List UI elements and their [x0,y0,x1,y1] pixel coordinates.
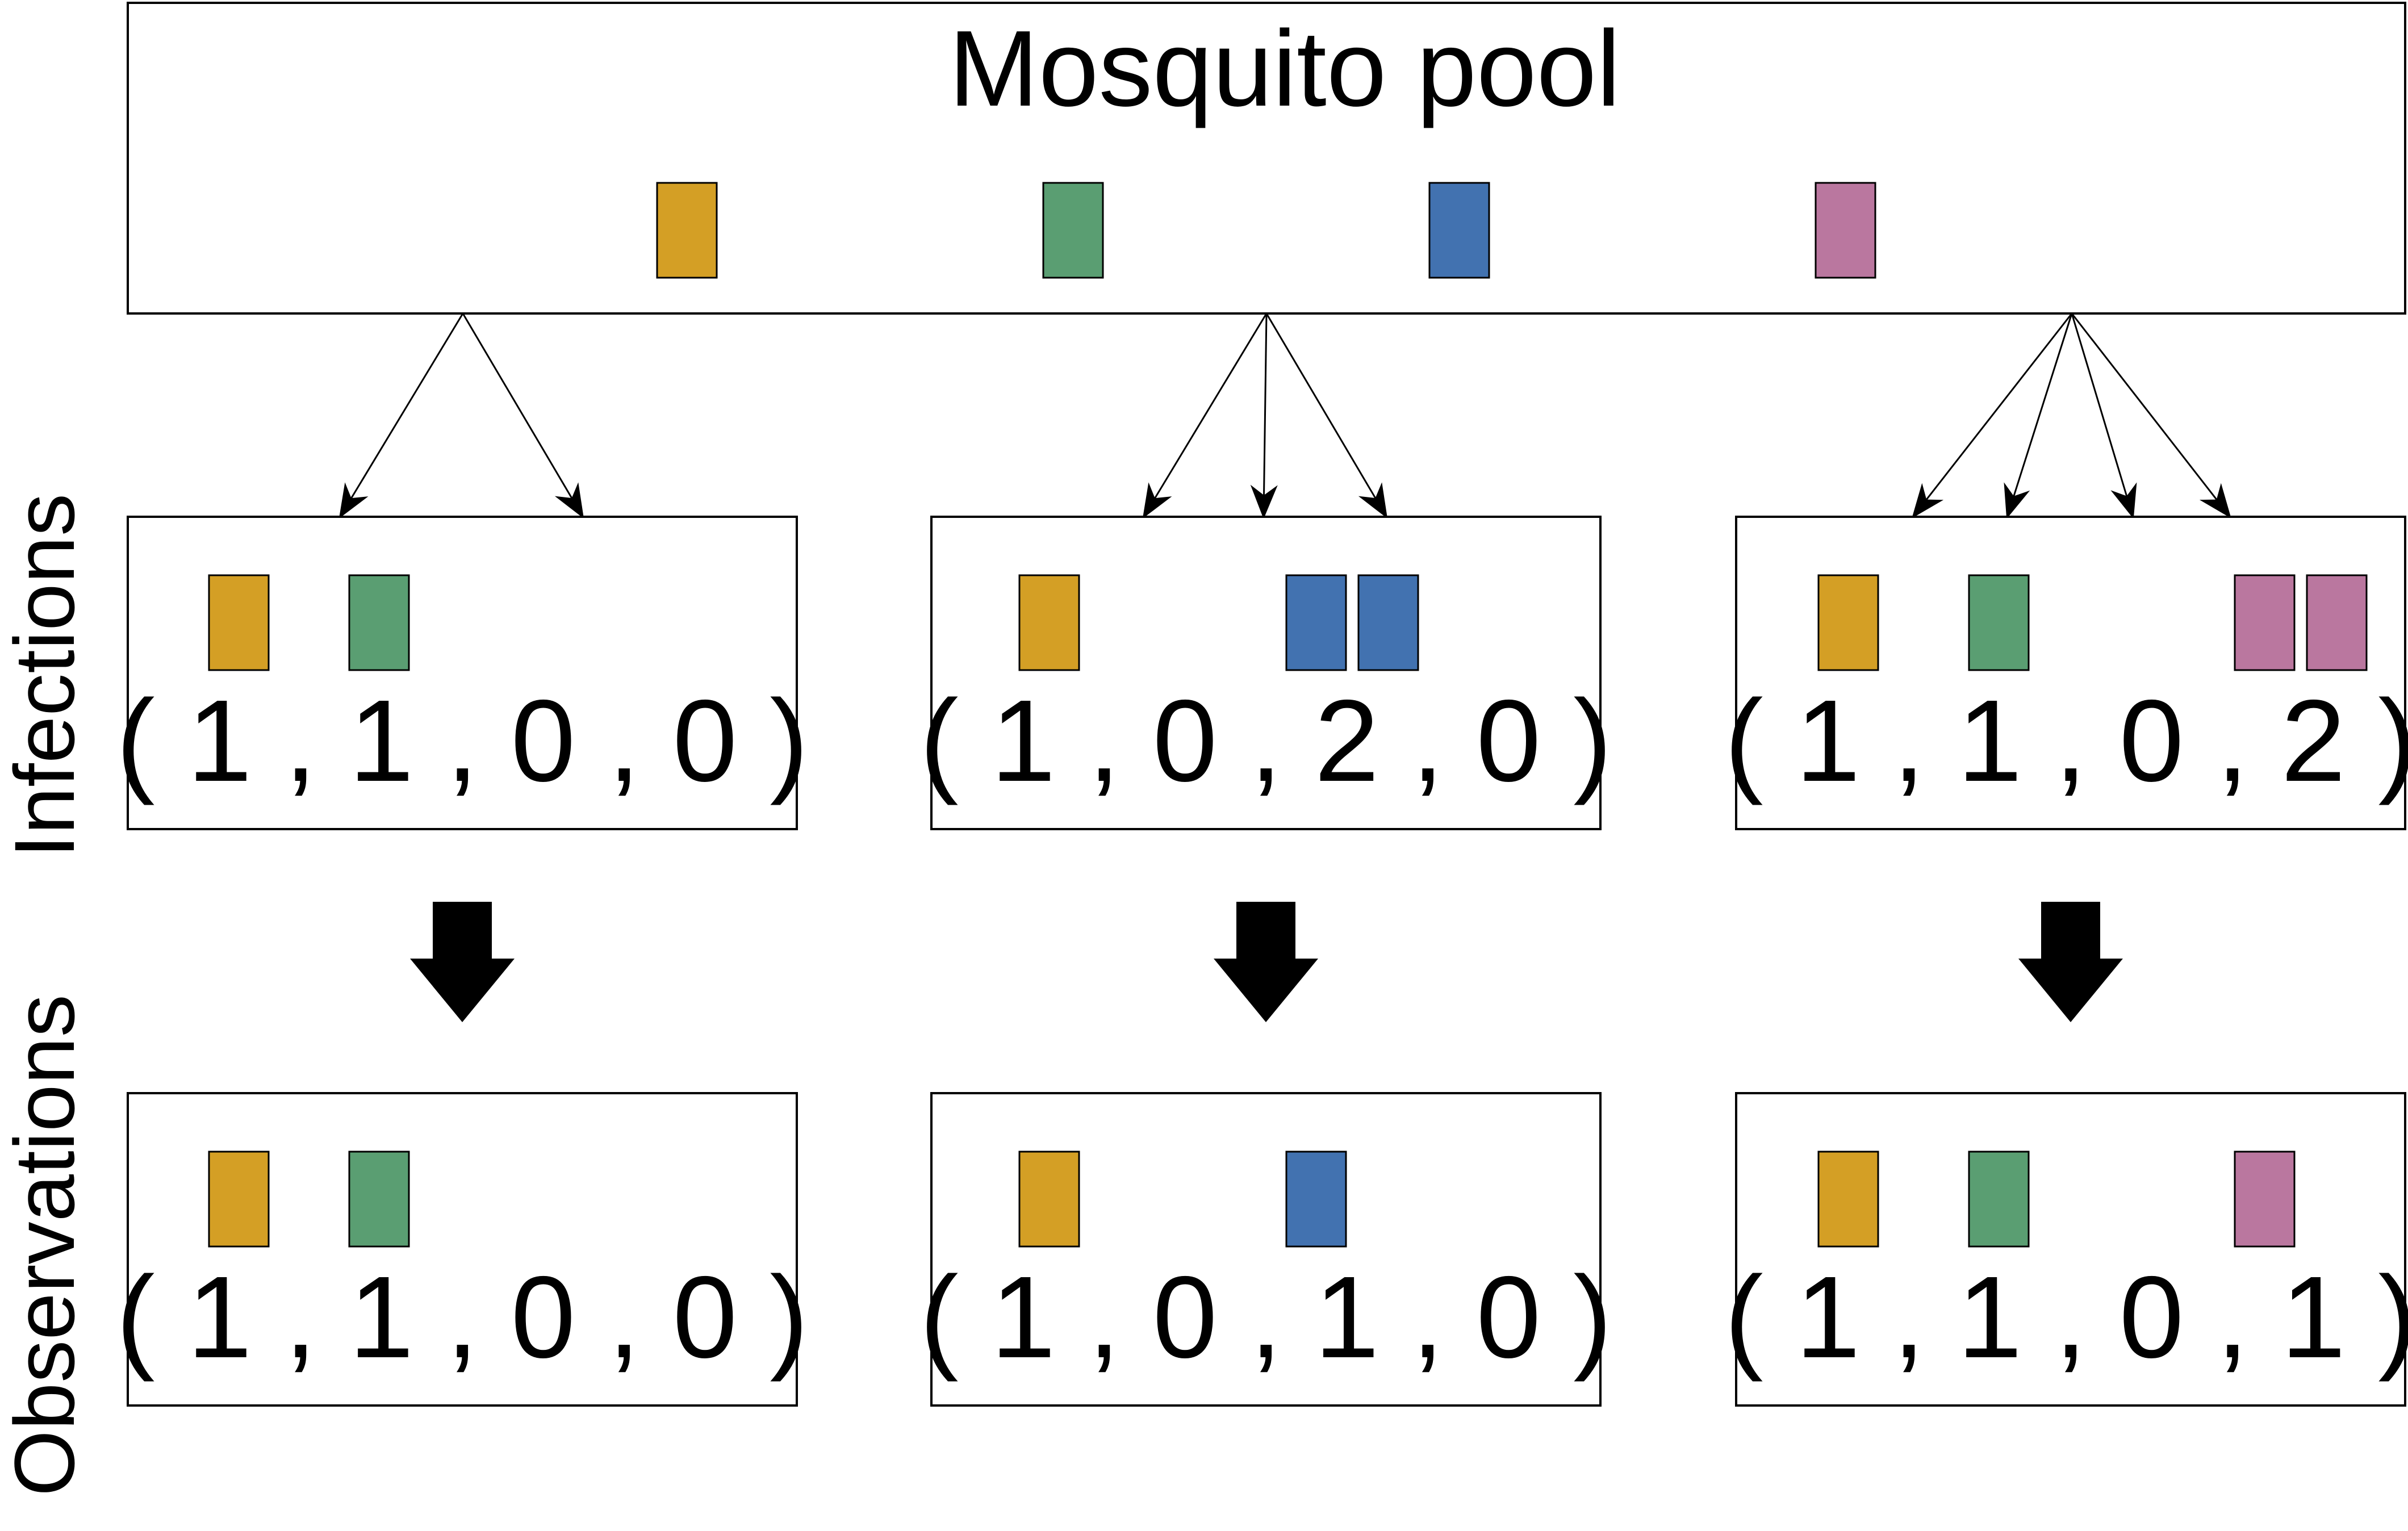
sampling-arrow [462,313,584,519]
sampling-arrow [2071,313,2231,518]
infection-swatch-gold [1817,574,1879,671]
sampling-arrow [338,313,464,519]
sampling-arrow [1142,313,1268,519]
infection-box-1: ( 1 , 1 , 0 , 0 ) [116,516,809,830]
observation-swatch-gold [1817,1151,1879,1248]
pool-swatch-gold [656,182,718,279]
infection-box-2: ( 1 , 0 , 2 , 0 ) [919,516,1612,830]
pool-swatch-green [1042,182,1104,279]
observation-tuple-3: ( 1 , 1 , 0 , 1 ) [1724,1252,2408,1382]
infection-boxes: ( 1 , 1 , 0 , 0 ) ( 1 , 0 , 2 , 0 ) ( 1 , … [116,516,2408,830]
infection-swatch-blue [1357,574,1419,671]
infection-box-3: ( 1 , 1 , 0 , 2 ) [1724,516,2408,830]
observation-box-1: ( 1 , 1 , 0 , 0 ) [116,1092,809,1407]
infection-swatch-blue [1285,574,1347,671]
observation-tuple-1: ( 1 , 1 , 0 , 0 ) [116,1252,808,1382]
infection-tuple-2: ( 1 , 0 , 2 , 0 ) [919,676,1612,806]
observations-label: Observations [0,994,92,1496]
pool-swatch-pink [1815,182,1876,279]
sampling-arrow [1250,313,1278,519]
pool-swatch-blue [1428,182,1490,279]
observation-box-3: ( 1 , 1 , 0 , 1 ) [1724,1092,2408,1407]
sampling-arrow [1912,313,2073,518]
sampling-arrow [2004,313,2073,519]
sampling-arrow [2071,313,2137,519]
infections-label: Infections [0,493,92,858]
mosquito-pool-box: Mosquito pool [127,2,2406,315]
observation-swatch-gold [208,1151,270,1248]
infection-swatch-green [348,574,410,671]
infection-tuple-1: ( 1 , 1 , 0 , 0 ) [116,676,808,806]
observation-boxes: ( 1 , 1 , 0 , 0 ) ( 1 , 0 , 1 , 0 ) ( 1 , … [116,1092,2408,1407]
observation-swatch-blue [1285,1151,1347,1248]
infection-swatch-gold [208,574,270,671]
observation-arrow-1 [410,902,515,1022]
pool-strain-swatches [656,182,1876,279]
infection-tuple-3: ( 1 , 1 , 0 , 2 ) [1724,676,2408,806]
observation-arrow-2 [1214,902,1318,1022]
observation-arrow-3 [2018,902,2123,1022]
infection-swatch-pink [2306,574,2368,671]
observation-swatch-green [1968,1151,2030,1248]
pool-title: Mosquito pool [949,9,1621,129]
observation-swatch-gold [1018,1151,1080,1248]
observation-box-2: ( 1 , 0 , 1 , 0 ) [919,1092,1612,1407]
infection-swatch-green [1968,574,2030,671]
infection-swatch-gold [1018,574,1080,671]
sampling-arrows [338,313,2231,519]
observation-arrows [410,902,2123,1022]
observation-swatch-pink [2234,1151,2296,1248]
observation-tuple-2: ( 1 , 0 , 1 , 0 ) [919,1252,1612,1382]
observation-swatch-green [348,1151,410,1248]
sampling-arrow [1265,313,1388,519]
infection-swatch-pink [2234,574,2296,671]
